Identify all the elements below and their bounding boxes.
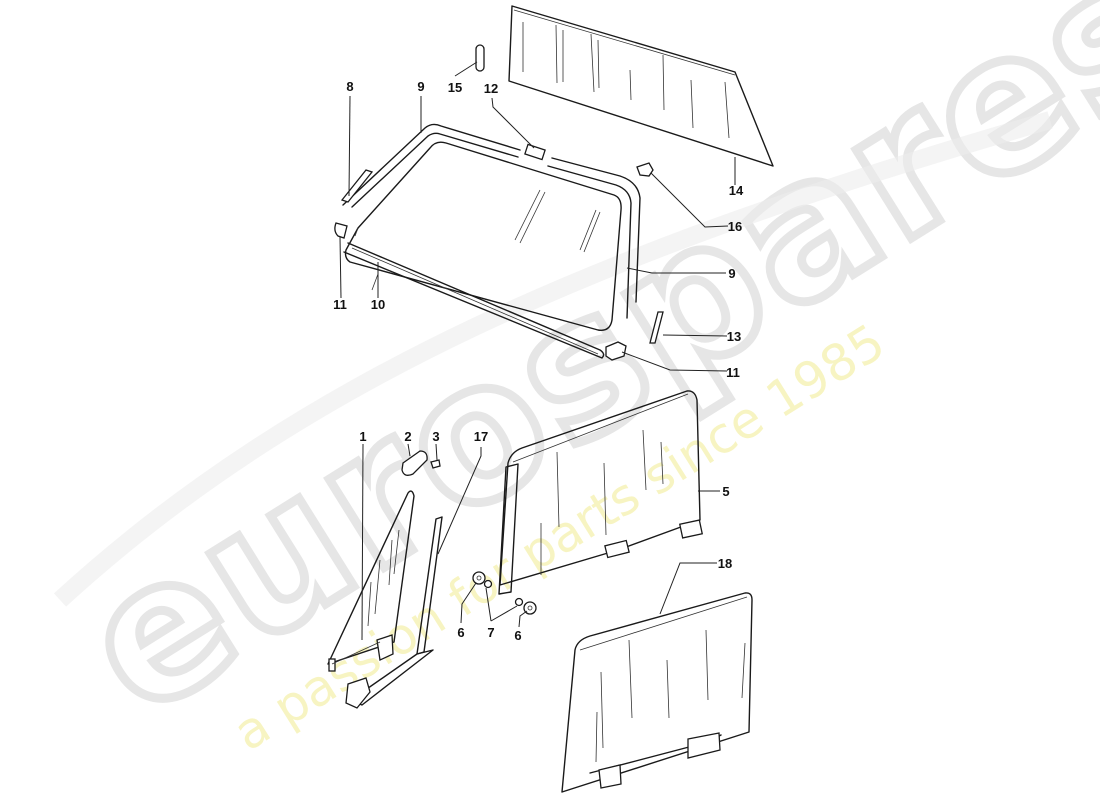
part-rear-window[interactable] (508, 5, 774, 167)
label-6-left: 6 (457, 625, 464, 640)
part-7-washer-right[interactable] (514, 597, 524, 607)
part-vent-frame[interactable] (345, 516, 443, 709)
part-16-bracket[interactable] (636, 162, 654, 177)
label-14: 14 (729, 183, 744, 198)
label-17: 17 (474, 429, 488, 444)
part-7-washer-left[interactable] (483, 579, 493, 589)
label-9-top: 9 (417, 79, 424, 94)
watermark-swoosh (53, 111, 1053, 607)
label-6-right: 6 (514, 628, 521, 643)
label-8: 8 (346, 79, 353, 94)
label-11-right: 11 (726, 365, 740, 380)
part-13-strip[interactable] (649, 311, 664, 344)
part-windshield[interactable] (340, 123, 641, 359)
label-9-right: 9 (728, 266, 735, 281)
label-7: 7 (487, 625, 494, 640)
part-11-left[interactable] (334, 222, 348, 239)
part-15-clip[interactable] (475, 44, 485, 72)
label-3: 3 (432, 429, 439, 444)
label-16: 16 (728, 219, 742, 234)
part-vent-window[interactable] (327, 490, 415, 672)
label-18: 18 (718, 556, 732, 571)
label-1: 1 (359, 429, 366, 444)
label-13: 13 (727, 329, 741, 344)
part-2-vent-latch[interactable] (401, 450, 428, 476)
label-15: 15 (448, 80, 462, 95)
label-10: 10 (371, 297, 385, 312)
part-3-screw[interactable] (430, 459, 441, 469)
leader-lines (339, 61, 736, 641)
part-door-glass[interactable] (498, 390, 704, 595)
label-5: 5 (722, 484, 729, 499)
label-12: 12 (484, 81, 498, 96)
label-11-left: 11 (333, 297, 347, 312)
part-11-right[interactable] (605, 341, 627, 361)
part-6-nut-left[interactable] (472, 571, 486, 585)
label-2: 2 (404, 429, 411, 444)
callout-labels: 1 2 3 5 6 6 7 8 9 9 10 11 11 12 13 14 15… (333, 79, 744, 643)
part-quarter-glass[interactable] (561, 592, 753, 793)
